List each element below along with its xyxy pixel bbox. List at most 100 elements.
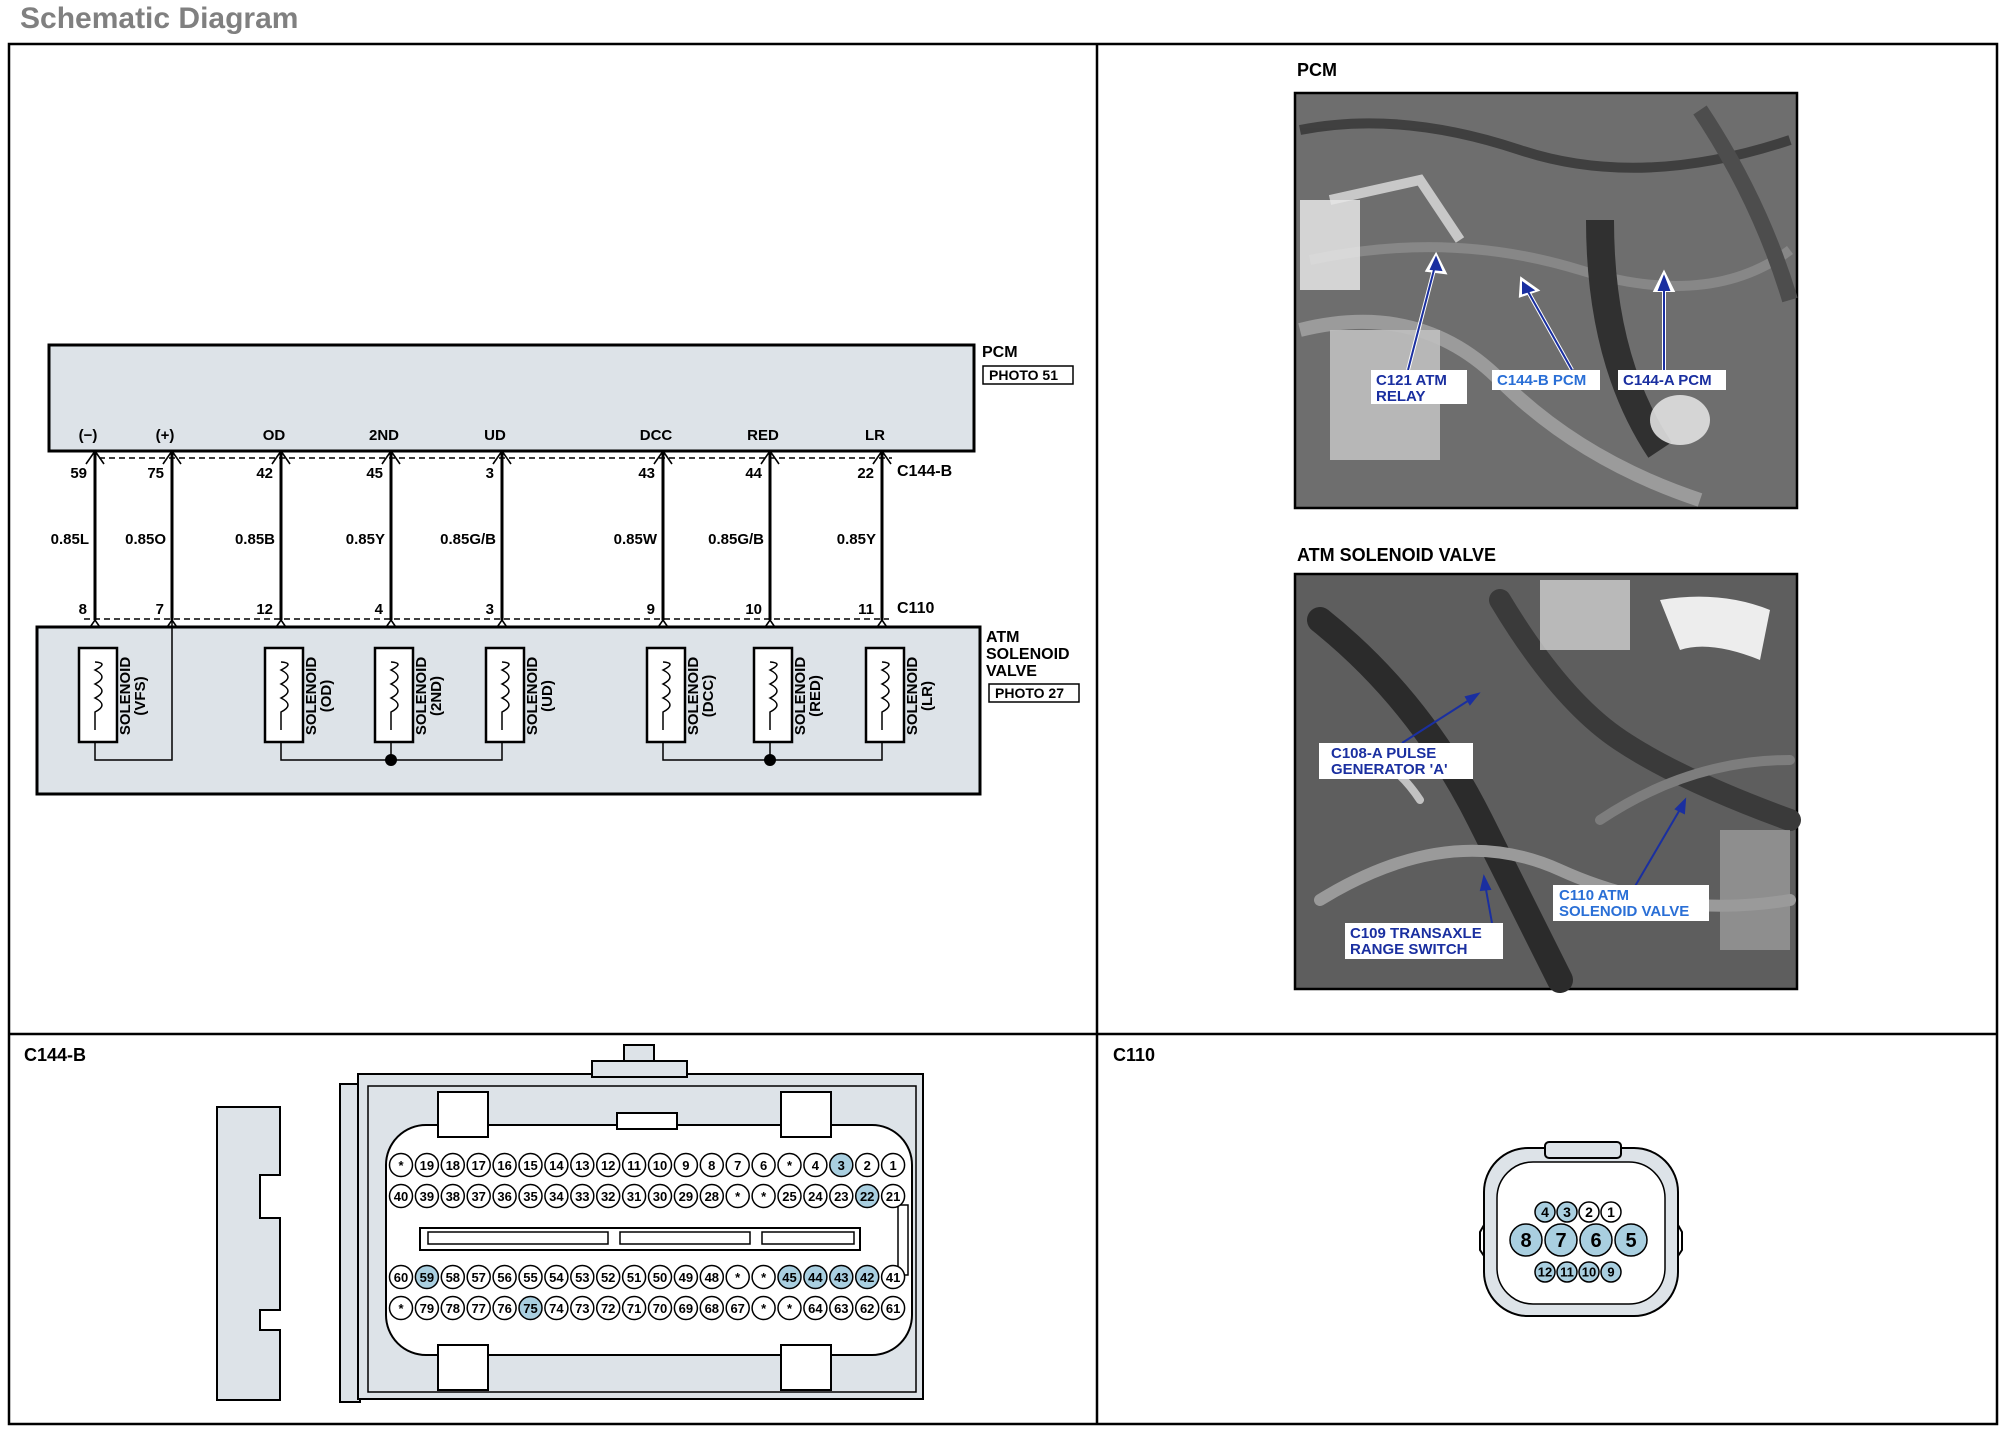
- c144b-pin: 7: [725, 1152, 750, 1178]
- c144b-pin-number: 57: [471, 1270, 485, 1285]
- c144b-pin: 59: [414, 1264, 440, 1290]
- atm-photo-panel: ATM SOLENOID VALVE C108-A PULSE GENERATO…: [1293, 545, 1801, 993]
- pcm-terminal-label: (+): [156, 427, 175, 444]
- solenoid-7: SOLENOID(LR): [864, 646, 936, 744]
- c144b-pin-number: 40: [394, 1189, 408, 1204]
- c144b-pin-number: 4: [812, 1158, 820, 1173]
- c144b-pin: *: [725, 1183, 750, 1209]
- c144b-pin: *: [777, 1152, 802, 1178]
- c144b-pin: 61: [880, 1295, 906, 1321]
- c144b-pin: 23: [829, 1183, 854, 1209]
- coil-icon: [389, 661, 399, 730]
- c144b-pin: 14: [544, 1152, 569, 1178]
- callout-c144b: C144-B PCM: [1497, 372, 1586, 389]
- c144b-pin-number: 61: [886, 1301, 900, 1316]
- solenoids: SOLENOID(VFS)SOLENOID(OD)SOLENOID(2ND)SO…: [77, 646, 936, 744]
- c144b-pin: 52: [595, 1264, 621, 1290]
- pcm-pin-arrow: [381, 449, 401, 465]
- solenoid-box: [484, 646, 526, 744]
- c144b-pin: *: [725, 1264, 750, 1290]
- solenoid-label-1: SOLENOID: [117, 657, 134, 736]
- c110-pin: 12: [1534, 1261, 1556, 1283]
- pcm-pin-number: 45: [366, 465, 383, 482]
- wire-color: 0.85O: [125, 531, 166, 548]
- c144b-pin: 17: [466, 1152, 491, 1178]
- c144b-pin-number: 7: [734, 1158, 741, 1173]
- c144b-pin-number: 74: [549, 1301, 564, 1316]
- solenoid-box: [77, 646, 119, 744]
- c144b-pin-number: 39: [420, 1189, 434, 1204]
- solenoid-label-2: (VFS): [132, 676, 149, 715]
- sol-pin-number: 7: [156, 601, 164, 618]
- coil-icon: [880, 661, 890, 730]
- c144b-pin: 75: [518, 1295, 543, 1321]
- c144b-pin-number: 22: [860, 1189, 874, 1204]
- wire-color: 0.85W: [614, 531, 658, 548]
- pcm-block: PCM PHOTO 51 C144-B: [47, 343, 1074, 480]
- c110-pin: 6: [1579, 1223, 1613, 1257]
- pcm-pin-arrow: [760, 449, 780, 465]
- c144b-pin-number: 41: [886, 1270, 900, 1285]
- c144b-pin: 78: [440, 1295, 466, 1321]
- c144b-pin: 4: [803, 1152, 828, 1178]
- pcm-pin-arrow: [162, 449, 182, 465]
- c144b-pin: 31: [621, 1183, 647, 1209]
- c144b-pin-number: 35: [523, 1189, 537, 1204]
- c144b-pin-number: 6: [760, 1158, 767, 1173]
- solenoid-box: [645, 646, 687, 744]
- pcm-pin-number: 75: [147, 465, 164, 482]
- c110-pin-number: 11: [1560, 1265, 1574, 1280]
- c144b-pin-number: 68: [705, 1301, 719, 1316]
- c110-pin-number: 10: [1582, 1265, 1596, 1280]
- page-title: Schematic Diagram: [20, 2, 299, 35]
- pcm-terminal-label: RED: [747, 427, 779, 444]
- pcm-pin-number: 3: [486, 465, 494, 482]
- c144b-pin: 22: [854, 1183, 880, 1209]
- c144b-pin-number: 69: [679, 1301, 693, 1316]
- c144b-pin-number: *: [761, 1270, 767, 1285]
- c110-pin: 8: [1509, 1223, 1543, 1257]
- c144b-pin-number: 50: [653, 1270, 667, 1285]
- c144b-pin: 33: [570, 1183, 595, 1209]
- pcm-terminal-label: DCC: [640, 427, 673, 444]
- pcm-terminal-label: OD: [263, 427, 286, 444]
- solenoid-box: [864, 646, 906, 744]
- c110-pin-number: 1: [1607, 1204, 1615, 1220]
- c144b-pin-number: 13: [575, 1158, 589, 1173]
- solenoid-label-2: (UD): [539, 680, 556, 712]
- c144b-pin-number: 31: [627, 1189, 641, 1204]
- c144b-pin: 1: [880, 1152, 906, 1178]
- coil-icon: [93, 661, 103, 730]
- c144b-pin: 35: [518, 1183, 543, 1209]
- c144b-pin: 57: [466, 1264, 491, 1290]
- c144b-pin-number: 34: [549, 1189, 564, 1204]
- c144b-pin: 51: [621, 1264, 647, 1290]
- c144b-pin: 43: [829, 1264, 854, 1290]
- c144b-pin-number: 11: [627, 1158, 641, 1173]
- c144b-wire-connector: C144-B: [897, 463, 952, 480]
- solenoid-box: [263, 646, 305, 744]
- coil-icon: [768, 661, 778, 730]
- c144b-pin: *: [751, 1295, 776, 1321]
- solenoid-label-1: SOLENOID: [524, 657, 541, 736]
- solenoid-label-1: SOLENOID: [303, 657, 320, 736]
- solenoid-5: SOLENOID(DCC): [645, 646, 717, 744]
- c144b-pin: 30: [647, 1183, 673, 1209]
- c144b-pin: 15: [518, 1152, 543, 1178]
- callout-c108-2: GENERATOR 'A': [1331, 761, 1448, 778]
- c110-pin-number: 4: [1541, 1204, 1549, 1220]
- c110-pin-number: 6: [1590, 1230, 1601, 1252]
- c110-pin: 9: [1600, 1261, 1622, 1283]
- atm-photo-ref: PHOTO 27: [995, 685, 1064, 701]
- c110-pin: 2: [1578, 1201, 1600, 1223]
- c110-pin-number: 3: [1563, 1204, 1571, 1220]
- wire-color: 0.85G/B: [708, 531, 764, 548]
- c144b-pin-number: *: [761, 1301, 767, 1316]
- c144b-pin: 72: [595, 1295, 621, 1321]
- pcm-pin-number: 44: [745, 465, 762, 482]
